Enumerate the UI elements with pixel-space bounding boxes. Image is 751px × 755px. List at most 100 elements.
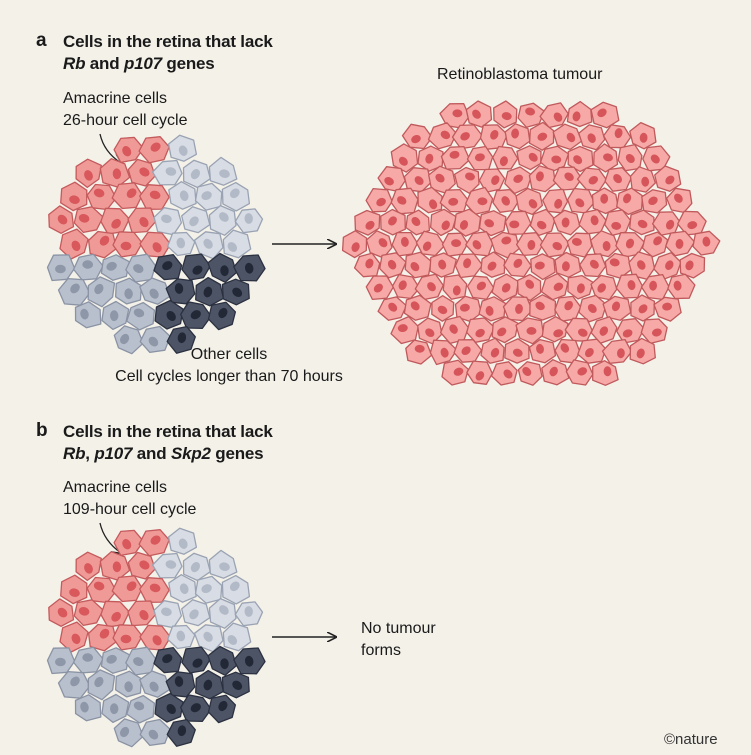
amacrine-cell [60, 574, 88, 605]
amacrine-cell [139, 231, 172, 258]
cell-nucleus [452, 109, 463, 118]
cell-nucleus [571, 237, 582, 246]
panel-a-retina-cluster [46, 134, 266, 355]
cell-nucleus [82, 653, 94, 662]
panel-b-retina-cluster [46, 527, 266, 748]
other-cell [72, 646, 104, 674]
panel-a-heading-and: and [85, 54, 124, 73]
cell-nucleus [218, 307, 228, 319]
cell-nucleus [71, 240, 81, 252]
cell-nucleus [176, 237, 186, 249]
cell-nucleus [637, 260, 646, 270]
tumour-cell [515, 187, 544, 216]
tumour-cell [440, 145, 471, 170]
tumour-label: Retinoblastoma tumour [437, 66, 603, 83]
tumour-cell [578, 294, 608, 323]
cell-nucleus [600, 193, 609, 204]
cell-nucleus [438, 259, 447, 270]
cell-nucleus [513, 258, 523, 268]
cell-nucleus [459, 220, 469, 230]
cell-nucleus [587, 133, 596, 143]
tumour-cell [504, 210, 532, 235]
cell-nucleus [449, 150, 460, 159]
tumour-cell [528, 121, 555, 151]
tumour-cell [478, 210, 507, 237]
cell-nucleus [636, 348, 645, 359]
cell-nucleus [410, 262, 420, 272]
other-cell-dark [207, 645, 238, 676]
other-cell [234, 601, 264, 627]
cell-nucleus [577, 367, 588, 376]
other-cell [168, 574, 197, 603]
cell-nucleus [139, 167, 150, 177]
cell-nucleus [218, 700, 228, 712]
cell-nucleus [522, 367, 532, 376]
tumour-cell [365, 187, 393, 213]
other-cell [221, 574, 251, 605]
cell-nucleus [387, 259, 397, 270]
panel-b-outcome-line1: No tumour [361, 620, 436, 637]
cell-nucleus [528, 152, 538, 162]
tumour-cell [405, 209, 431, 236]
amacrine-cell [100, 600, 130, 628]
other-cell-dark [233, 254, 266, 282]
other-cell [194, 575, 223, 604]
cell-nucleus [177, 332, 187, 344]
cell-nucleus [178, 538, 188, 549]
tumour-cell [365, 230, 393, 259]
cell-nucleus [687, 221, 698, 230]
cell-nucleus [203, 631, 213, 642]
cell-nucleus [451, 239, 462, 248]
amacrine-cell [73, 599, 104, 627]
cell-nucleus [536, 343, 544, 354]
cell-nucleus [653, 236, 663, 246]
cell-nucleus [490, 130, 499, 140]
cell-nucleus [112, 561, 122, 573]
cell-nucleus [388, 216, 397, 226]
other-cell [167, 527, 198, 555]
other-cell [182, 159, 211, 189]
other-cell [126, 694, 156, 724]
cell-nucleus [189, 609, 199, 620]
cell-nucleus [673, 280, 682, 291]
cell-nucleus [190, 703, 201, 713]
amacrine-cell [86, 183, 117, 211]
other-cell [139, 670, 171, 698]
tumour-cell [616, 318, 645, 344]
amacrine-cell [127, 600, 157, 627]
tumour-cell [593, 143, 619, 173]
amacrine-cell [113, 136, 145, 164]
tumour-cell [515, 317, 545, 345]
tumour-cell [391, 273, 421, 300]
cell-nucleus [490, 347, 500, 358]
tumour-cell [403, 167, 432, 193]
tumour-cell [576, 167, 608, 192]
amacrine-cell [75, 551, 102, 582]
cell-nucleus [553, 112, 563, 122]
amacrine-cell [127, 158, 156, 187]
cell-nucleus [453, 367, 464, 376]
cell-nucleus [576, 283, 585, 294]
cell-nucleus [190, 562, 200, 573]
cell-nucleus [201, 191, 212, 201]
tumour-cell [353, 252, 381, 278]
other-cell-dark [195, 276, 225, 307]
tumour-cell [429, 252, 457, 278]
tumour-cell [592, 360, 619, 386]
cell-nucleus [411, 134, 421, 144]
cell-nucleus [614, 128, 623, 139]
cell-nucleus [625, 238, 635, 249]
tumour-cell [504, 123, 531, 150]
tumour-cell [566, 187, 595, 214]
tumour-cell [428, 165, 456, 194]
other-cell [234, 208, 264, 234]
cell-nucleus [120, 726, 130, 738]
cell-nucleus [165, 560, 177, 569]
cell-nucleus [106, 261, 117, 271]
other-cell-dark [233, 647, 266, 675]
cell-nucleus [561, 261, 570, 272]
cell-nucleus [69, 588, 80, 597]
cell-nucleus [112, 168, 122, 180]
tumour-cell [616, 187, 644, 216]
cell-nucleus [232, 680, 243, 691]
